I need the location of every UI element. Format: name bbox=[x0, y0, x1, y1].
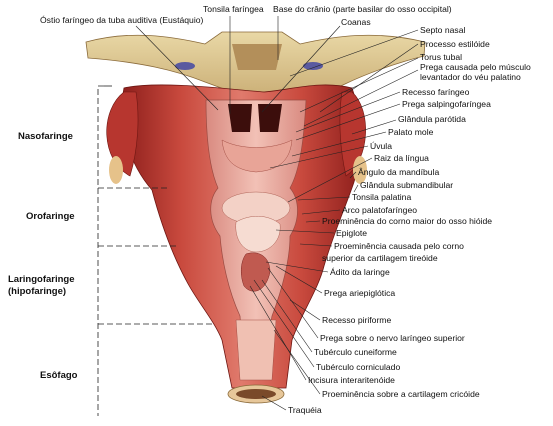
label-corno-maior-hioide: Proeminência do corno maior do osso hiói… bbox=[322, 216, 493, 226]
label-raiz-lingua: Raiz da língua bbox=[374, 153, 429, 163]
label-glandula-submandibular: Glândula submandibular bbox=[360, 180, 454, 190]
region-laringofaringe: Laringofaringe bbox=[8, 274, 75, 285]
label-recesso-faringeo: Recesso faríngeo bbox=[402, 87, 470, 97]
label-adito-laringe: Ádito da laringe bbox=[330, 267, 390, 277]
label-prega-salpingofaringea: Prega salpingofaríngea bbox=[402, 99, 491, 109]
label-prega-musculo: Prega causada pelo músculo bbox=[420, 62, 531, 72]
label-palato-mole: Palato mole bbox=[388, 127, 434, 137]
label-proeminencia-cricoide: Proeminência sobre a cartilagem cricóide bbox=[322, 389, 480, 399]
label-uvula: Úvula bbox=[370, 141, 392, 151]
region-brackets bbox=[97, 85, 212, 416]
label-tuberculo-corniculado: Tubérculo corniculado bbox=[316, 362, 401, 372]
leader-lines bbox=[135, 16, 419, 411]
label-arco-palatofaringeo: Arco palatofaríngeo bbox=[342, 205, 418, 215]
label-tuberculo-cuneiforme: Tubérculo cuneiforme bbox=[314, 347, 397, 357]
skull-base bbox=[85, 31, 426, 93]
region-hipofaringe: (hipofaringe) bbox=[8, 286, 67, 297]
label-tonsila-faringea: Tonsila faríngea bbox=[203, 4, 264, 14]
label-prega-ariepiglotica: Prega ariepiglótica bbox=[324, 288, 396, 298]
label-torus-tubal: Torus tubal bbox=[420, 52, 463, 62]
label-processo-estiloide: Processo estilóide bbox=[420, 39, 490, 49]
label-septo-nasal: Septo nasal bbox=[420, 25, 466, 35]
label-coanas: Coanas bbox=[341, 17, 371, 27]
label-incisura-interaritenoide: Incisura interaritenóide bbox=[308, 375, 395, 385]
label-levantador-veu: levantador do véu palatino bbox=[420, 72, 521, 82]
label-epiglote: Epiglote bbox=[336, 228, 368, 238]
label-corno-superior: Proeminência causada pelo corno bbox=[334, 241, 464, 251]
label-angulo-mandibula: Ângulo da mandíbula bbox=[358, 167, 440, 177]
region-orofaringe: Orofaringe bbox=[26, 211, 75, 222]
pharyngeal-mucosa bbox=[205, 99, 307, 404]
label-base-cranio: Base do crânio (parte basilar do osso oc… bbox=[273, 4, 452, 14]
region-nasofaringe: Nasofaringe bbox=[18, 131, 73, 142]
label-recesso-piriforme: Recesso piriforme bbox=[322, 315, 392, 325]
label-tonsila-palatina: Tonsila palatina bbox=[352, 192, 412, 202]
region-esofago: Esôfago bbox=[40, 370, 78, 381]
label-ostio-faringeo: Óstio faríngeo da tuba auditiva (Eustáqu… bbox=[40, 15, 204, 25]
label-cartilagem-tireoide: superior da cartilagem tireóide bbox=[322, 253, 438, 263]
label-glandula-parotida: Glândula parótida bbox=[398, 114, 466, 124]
label-prega-nervo-laringeo: Prega sobre o nervo laríngeo superior bbox=[320, 333, 465, 343]
label-traqueia: Traquéia bbox=[288, 405, 322, 415]
